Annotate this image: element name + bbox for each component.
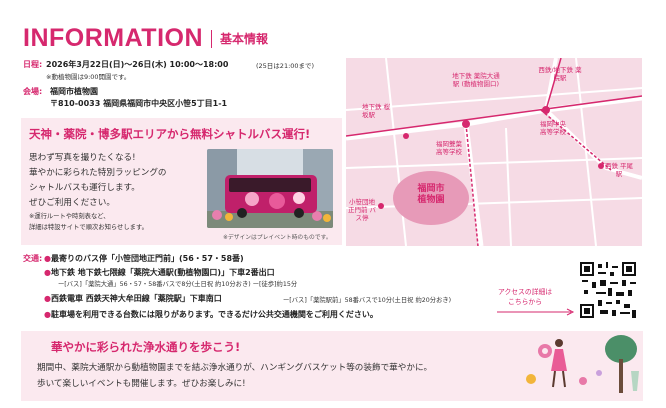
map-label-botanical-garden: 福岡市 植物園 <box>417 184 445 205</box>
page-subtitle: 基本情報 <box>220 32 269 46</box>
access-line-train: ●西鉄電車 西鉄天神大牟田線「薬院駅」下車南口 <box>44 294 222 303</box>
shuttle-note-line: ※運行ルートや時刻表など、 <box>29 213 110 220</box>
access-label: 交通: <box>23 254 43 263</box>
map-label-futaba-hs: 福岡雙葉 高等学校 <box>436 140 462 156</box>
page-title: INFORMATION <box>23 24 204 52</box>
venue-label: 会場: <box>23 87 43 96</box>
qr-caption-line: アクセスの詳細は <box>498 288 553 296</box>
johsui-street-panel: 華やかに彩られた浄水通りを歩こう! 期間中、薬院大通駅から動植物園までを結ぶ浄水… <box>21 331 643 401</box>
walking-woman-illustration <box>526 335 639 393</box>
johsui-street-body-line: 歩いて楽しいイベントも開催します。ぜひお楽しみに! <box>37 379 246 389</box>
shuttle-note-line: 詳細は特設サイトで順次お知らせします。 <box>29 224 148 231</box>
qr-caption-line: こちらから <box>508 298 543 306</box>
johsui-street-body-line: 期間中、薬院大通駅から動植物園までを結ぶ浄水通りが、ハンギングバスケット等の装飾… <box>37 363 433 373</box>
access-line-text: 西鉄電車 西鉄天神大牟田線「薬院駅」下車南口 <box>50 294 222 303</box>
access-line-text: 最寄りのバス停「小笹団地正門前」(56・57・58番) <box>50 254 244 263</box>
access-line-subway: ●地下鉄 地下鉄七隈線「薬院大通駅(動植物園口)」下車2番出口 <box>44 268 275 277</box>
access-line-parking: ●駐車場を利用できる台数には限りがあります。できるだけ公共交通機関をご利用くださ… <box>44 310 378 319</box>
shuttle-bus-photo <box>207 149 333 228</box>
johsui-street-title: 華やかに彩られた浄水通りを歩こう! <box>51 340 241 354</box>
dates-inline-note: (25日は21:00まで) <box>256 62 315 70</box>
dates-text: 2026年3月22日(日)～26日(木) 10:00～18:00 <box>46 60 229 69</box>
shuttle-body-line: ぜひご利用ください。 <box>29 198 115 208</box>
shuttle-note: ※運行ルートや時刻表など、 詳細は特設サイトで順次お知らせします。 <box>29 211 148 233</box>
shuttle-panel: 天神・薬院・博多駅エリアから無料シャトルバス運行! 思わず写真を撮りたくなる! … <box>21 118 342 245</box>
shuttle-body-line: 思わず写真を撮りたくなる! <box>29 153 136 163</box>
access-line-text: 地下鉄 地下鉄七隈線「薬院大通駅(動植物園口)」下車2番出口 <box>50 268 275 277</box>
shuttle-body-line: シャトルバスも運行します。 <box>29 183 140 193</box>
map-label-yakuin-odori: 地下鉄 薬院大通駅 (動植物園口) <box>452 72 500 88</box>
shuttle-body: 思わず写真を撮りたくなる! 華やかに彩られた特別ラッピングの シャトルバスも運行… <box>29 151 204 211</box>
qr-caption: アクセスの詳細は こちらから <box>498 287 552 307</box>
access-qr-code[interactable] <box>580 262 636 318</box>
dates-label: 日程: <box>23 60 43 69</box>
access-line-bus: ●最寄りのバス停「小笹団地正門前」(56・57・58番) <box>44 254 244 263</box>
map-label-sakurazaka: 地下鉄 桜坂駅 <box>362 103 391 119</box>
map-label-yakuin: 西鉄/地下鉄 薬院駅 <box>538 66 582 82</box>
title-divider <box>211 29 213 48</box>
venue-name: 福岡市植物園 <box>50 87 98 96</box>
map-label-bus-stop: 小笹団地 正門前 バス停 <box>347 198 377 222</box>
map-label-hirao: 西鉄 平尾駅 <box>604 162 634 178</box>
access-train-sub: ー[バス]「薬院駅前」58番バスで10分(土日祝 約20分おき) <box>283 297 452 304</box>
map-label-chuo-hs: 福岡中央 高等学校 <box>540 120 566 136</box>
venue-address: 〒810-0033 福岡県福岡市中央区小笹5丁目1-1 <box>50 99 228 108</box>
dates-note: ※動植物園は9:00開園です。 <box>46 73 131 81</box>
shuttle-title: 天神・薬院・博多駅エリアから無料シャトルバス運行! <box>29 127 311 141</box>
johsui-street-body: 期間中、薬院大通駅から動植物園までを結ぶ浄水通りが、ハンギングバスケット等の装飾… <box>37 360 507 392</box>
qr-arrow-icon <box>497 308 575 316</box>
access-subway-sub: ー[バス]「薬院大通」56・57・58番バスで8分(土日祝 約10分おき) ー[… <box>58 281 298 288</box>
page-header: INFORMATION 基本情報 <box>23 24 268 53</box>
access-line-text: 駐車場を利用できる台数には限りがあります。できるだけ公共交通機関をご利用ください… <box>50 310 378 319</box>
photo-caption: ※デザインはプレイベント時のものです。 <box>223 235 332 241</box>
area-map: 地下鉄 桜坂駅 地下鉄 薬院大通駅 (動植物園口) 西鉄/地下鉄 薬院駅 福岡中… <box>345 57 643 247</box>
shuttle-body-line: 華やかに彩られた特別ラッピングの <box>29 168 167 178</box>
